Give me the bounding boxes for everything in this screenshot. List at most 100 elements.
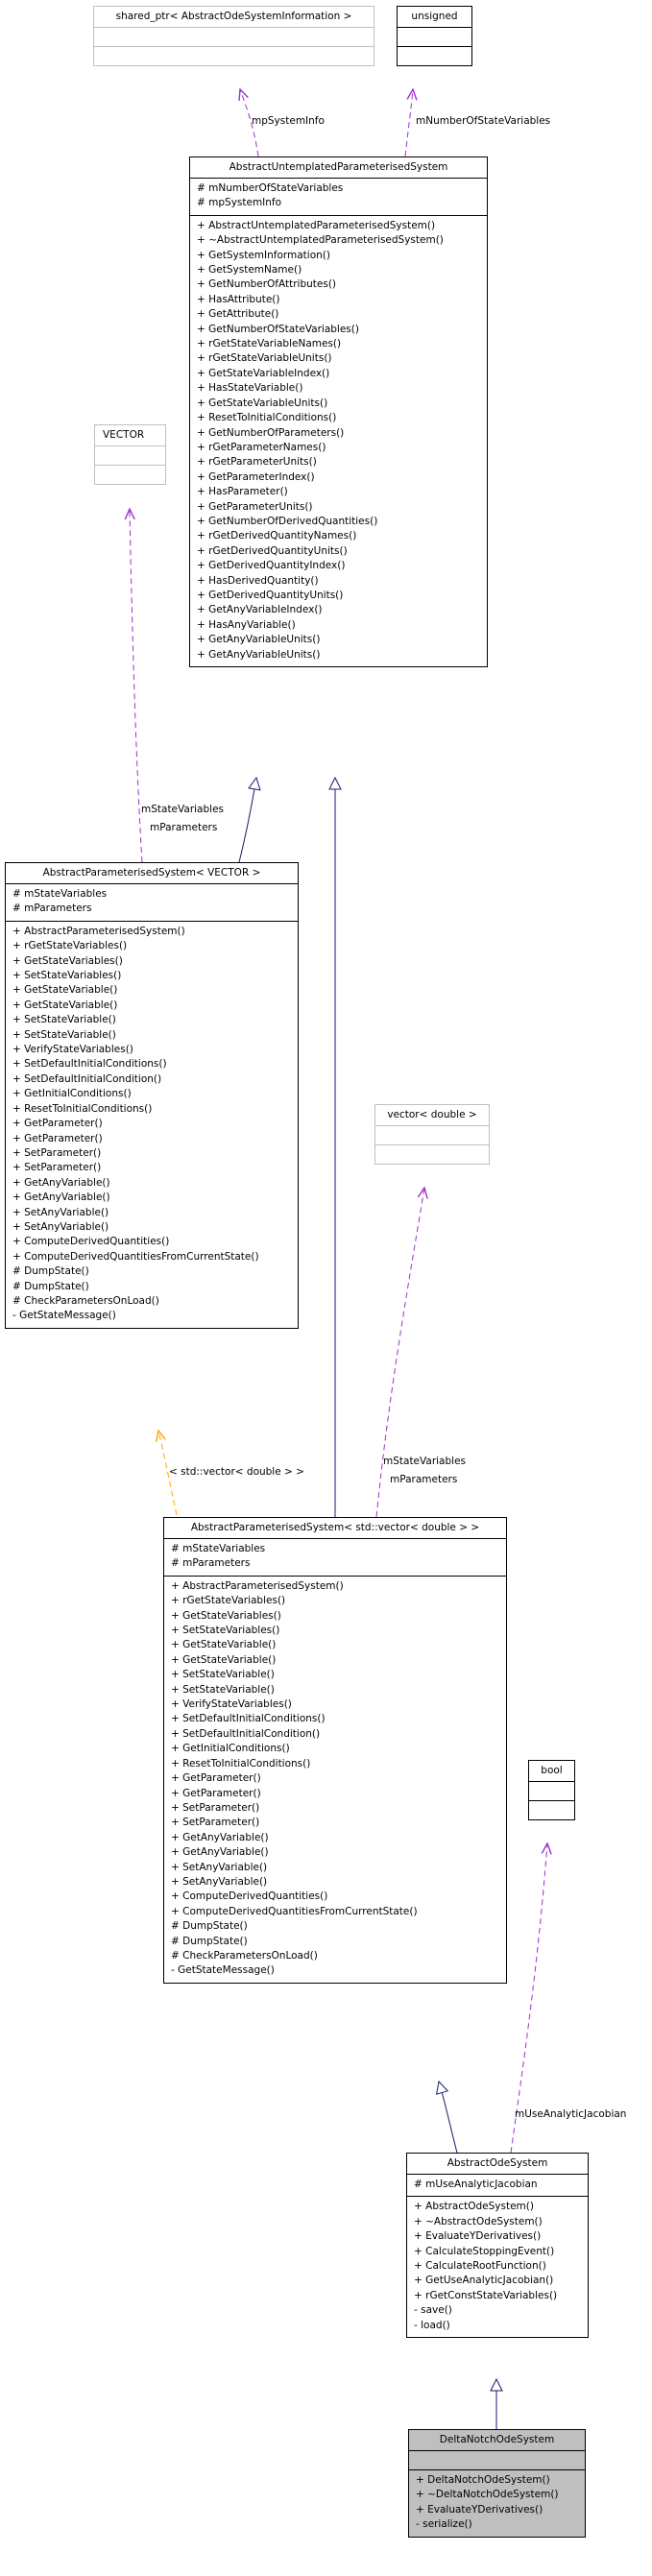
edge-mNumberOfStateVariables bbox=[404, 89, 413, 157]
method: + ComputeDerivedQuantities() bbox=[171, 1890, 328, 1903]
class-unsigned[interactable]: unsigned bbox=[397, 6, 472, 66]
attribute: # mNumberOfStateVariables bbox=[197, 182, 344, 194]
method: + EvaluateYDerivatives() bbox=[416, 2503, 543, 2516]
method: + GetStateVariables() bbox=[12, 954, 123, 967]
edge-label-mpSystemInfo: mpSystemInfo bbox=[252, 115, 325, 127]
method: + SetAnyVariable() bbox=[12, 1220, 109, 1233]
method: + CalculateRootFunction() bbox=[414, 2260, 546, 2273]
attributes-section: # mUseAnalyticJacobian bbox=[407, 2174, 588, 2196]
method: + GetNumberOfDerivedQuantities() bbox=[197, 515, 378, 527]
method: + ComputeDerivedQuantitiesFromCurrentSta… bbox=[12, 1250, 259, 1263]
method: + SetStateVariable() bbox=[171, 1683, 275, 1696]
class-abstract-parameterised-system-vector[interactable]: AbstractParameterisedSystem< VECTOR > # … bbox=[5, 862, 299, 1329]
method: + GetParameter() bbox=[171, 1772, 261, 1785]
method: + GetStateVariableIndex() bbox=[197, 367, 330, 379]
method: + SetAnyVariable() bbox=[171, 1875, 268, 1888]
method: + GetStateVariableUnits() bbox=[197, 397, 328, 409]
method: - GetStateMessage() bbox=[12, 1310, 116, 1322]
attribute: # mUseAnalyticJacobian bbox=[414, 2179, 538, 2190]
method: + ~AbstractOdeSystem() bbox=[414, 2215, 543, 2227]
attributes-section bbox=[94, 27, 374, 46]
edge-inherit-vector bbox=[238, 778, 256, 863]
attributes-section bbox=[375, 1125, 489, 1144]
method: - load() bbox=[414, 2319, 450, 2331]
attributes-section bbox=[95, 445, 165, 465]
method: + SetParameter() bbox=[12, 1162, 102, 1174]
method: + HasDerivedQuantity() bbox=[197, 574, 319, 587]
method: + AbstractParameterisedSystem() bbox=[12, 925, 185, 937]
edge-label-double-mParameters: mParameters bbox=[390, 1474, 458, 1485]
method: + rGetParameterNames() bbox=[197, 441, 326, 453]
method: + GetAnyVariable() bbox=[171, 1831, 269, 1843]
method: + DeltaNotchOdeSystem() bbox=[416, 2474, 550, 2486]
method: + SetStateVariable() bbox=[12, 1028, 116, 1041]
edge-label-vector-mParameters: mParameters bbox=[150, 822, 218, 833]
method: + GetInitialConditions() bbox=[171, 1743, 290, 1755]
method: + GetNumberOfAttributes() bbox=[197, 278, 337, 291]
method: + SetAnyVariable() bbox=[12, 1206, 109, 1218]
attributes-section bbox=[529, 1781, 574, 1800]
method: + SetStateVariables() bbox=[12, 970, 122, 982]
methods-section bbox=[375, 1144, 489, 1164]
edge-template-instantiation bbox=[158, 1431, 178, 1516]
method: + GetDerivedQuantityUnits() bbox=[197, 589, 344, 601]
methods-section bbox=[529, 1800, 574, 1819]
method: + ~DeltaNotchOdeSystem() bbox=[416, 2489, 559, 2501]
method: + VerifyStateVariables() bbox=[171, 1698, 292, 1711]
method: + rGetDerivedQuantityNames() bbox=[197, 530, 357, 542]
method: + HasAttribute() bbox=[197, 293, 280, 305]
method: + rGetConstStateVariables() bbox=[414, 2289, 558, 2301]
method: + rGetStateVariableUnits() bbox=[197, 352, 332, 365]
method: + SetParameter() bbox=[171, 1801, 260, 1814]
class-shared-ptr[interactable]: shared_ptr< AbstractOdeSystemInformation… bbox=[93, 6, 374, 66]
method: + SetParameter() bbox=[171, 1817, 260, 1829]
method: + rGetStateVariables() bbox=[171, 1595, 286, 1607]
class-abstract-ode-system[interactable]: AbstractOdeSystem # mUseAnalyticJacobian… bbox=[406, 2153, 589, 2339]
class-abstract-parameterised-system-std-vector[interactable]: AbstractParameterisedSystem< std::vector… bbox=[163, 1517, 507, 1984]
method: + GetDerivedQuantityIndex() bbox=[197, 560, 346, 572]
methods-section bbox=[94, 46, 374, 65]
edge-label-mNumberOfStateVariables: mNumberOfStateVariables bbox=[416, 115, 551, 127]
method: + AbstractUntemplatedParameterisedSystem… bbox=[197, 219, 436, 231]
method: + GetSystemName() bbox=[197, 264, 302, 277]
method: + AbstractParameterisedSystem() bbox=[171, 1579, 344, 1592]
method: + GetParameter() bbox=[12, 1118, 103, 1130]
edge-label-double-mStateVariables: mStateVariables bbox=[383, 1456, 467, 1467]
edge-vector-double-members bbox=[375, 1188, 424, 1518]
method: + rGetDerivedQuantityUnits() bbox=[197, 544, 348, 557]
method: + GetAnyVariableUnits() bbox=[197, 634, 321, 646]
class-delta-notch-ode-system[interactable]: DeltaNotchOdeSystem + DeltaNotchOdeSyste… bbox=[408, 2429, 586, 2538]
method: # DumpState() bbox=[12, 1265, 89, 1278]
method: + SetDefaultInitialCondition() bbox=[171, 1727, 321, 1740]
method: + GetInitialConditions() bbox=[12, 1088, 132, 1100]
class-title: AbstractParameterisedSystem< VECTOR > bbox=[42, 867, 261, 879]
method: - GetStateMessage() bbox=[171, 1964, 275, 1977]
class-title: shared_ptr< AbstractOdeSystemInformation… bbox=[115, 11, 352, 22]
method: + GetParameter() bbox=[171, 1787, 261, 1799]
edge-label-mUseAnalyticJacobian: mUseAnalyticJacobian bbox=[515, 2108, 627, 2120]
method: + GetStateVariable() bbox=[171, 1639, 277, 1651]
class-abstract-untemplated-parameterised-system[interactable]: AbstractUntemplatedParameterisedSystem #… bbox=[189, 156, 488, 667]
method: + ResetToInitialConditions() bbox=[197, 412, 337, 424]
method: + HasStateVariable() bbox=[197, 382, 303, 395]
method: + HasParameter() bbox=[197, 486, 288, 498]
edge-vector-members bbox=[130, 509, 143, 863]
method: + EvaluateYDerivatives() bbox=[414, 2230, 542, 2243]
class-vector-double[interactable]: vector< double > bbox=[374, 1104, 490, 1165]
method: + SetStateVariable() bbox=[12, 1014, 116, 1026]
class-vector-template[interactable]: VECTOR bbox=[94, 424, 166, 485]
method: # DumpState() bbox=[171, 1935, 248, 1947]
attribute: # mParameters bbox=[171, 1557, 251, 1570]
method: + SetStateVariables() bbox=[171, 1625, 280, 1637]
method: + GetStateVariable() bbox=[171, 1653, 277, 1666]
method: + HasAnyVariable() bbox=[197, 618, 296, 631]
method: + GetStateVariable() bbox=[12, 984, 118, 997]
method: + VerifyStateVariables() bbox=[12, 1044, 133, 1056]
attributes-section: # mNumberOfStateVariables # mpSystemInfo bbox=[190, 178, 487, 215]
class-title: vector< double > bbox=[387, 1109, 477, 1120]
method: + GetAttribute() bbox=[197, 308, 279, 321]
method: + ComputeDerivedQuantitiesFromCurrentSta… bbox=[171, 1905, 418, 1917]
class-bool[interactable]: bool bbox=[528, 1760, 575, 1820]
method: + GetAnyVariable() bbox=[12, 1192, 110, 1204]
